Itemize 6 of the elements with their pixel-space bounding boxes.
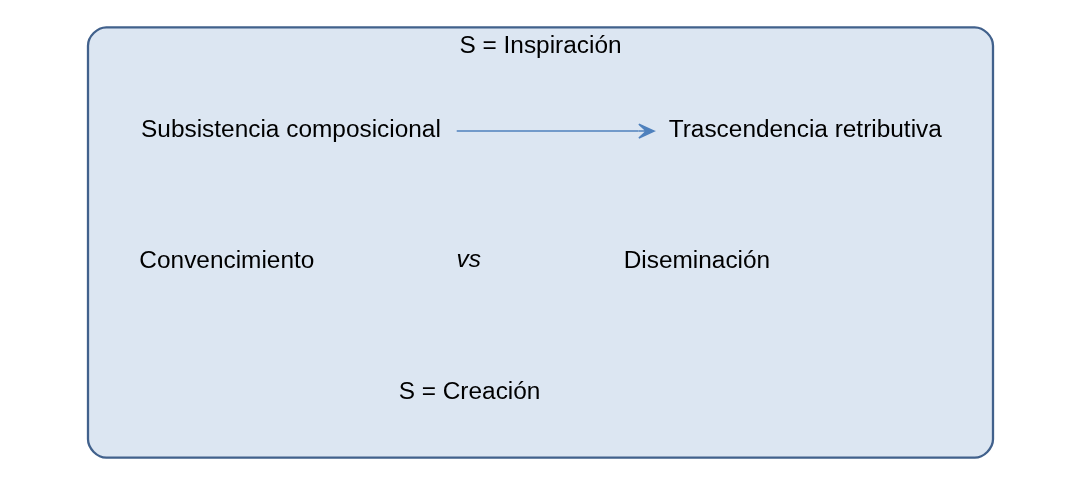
- label: Diseminación: [623, 245, 770, 273]
- arrow: [455, 122, 655, 139]
- label: vs: [456, 244, 481, 272]
- node-text: Trascendencia retributiva: [668, 114, 942, 142]
- node-text: Subsistencia composicional: [140, 114, 441, 142]
- label: Convencimiento: [138, 245, 314, 273]
